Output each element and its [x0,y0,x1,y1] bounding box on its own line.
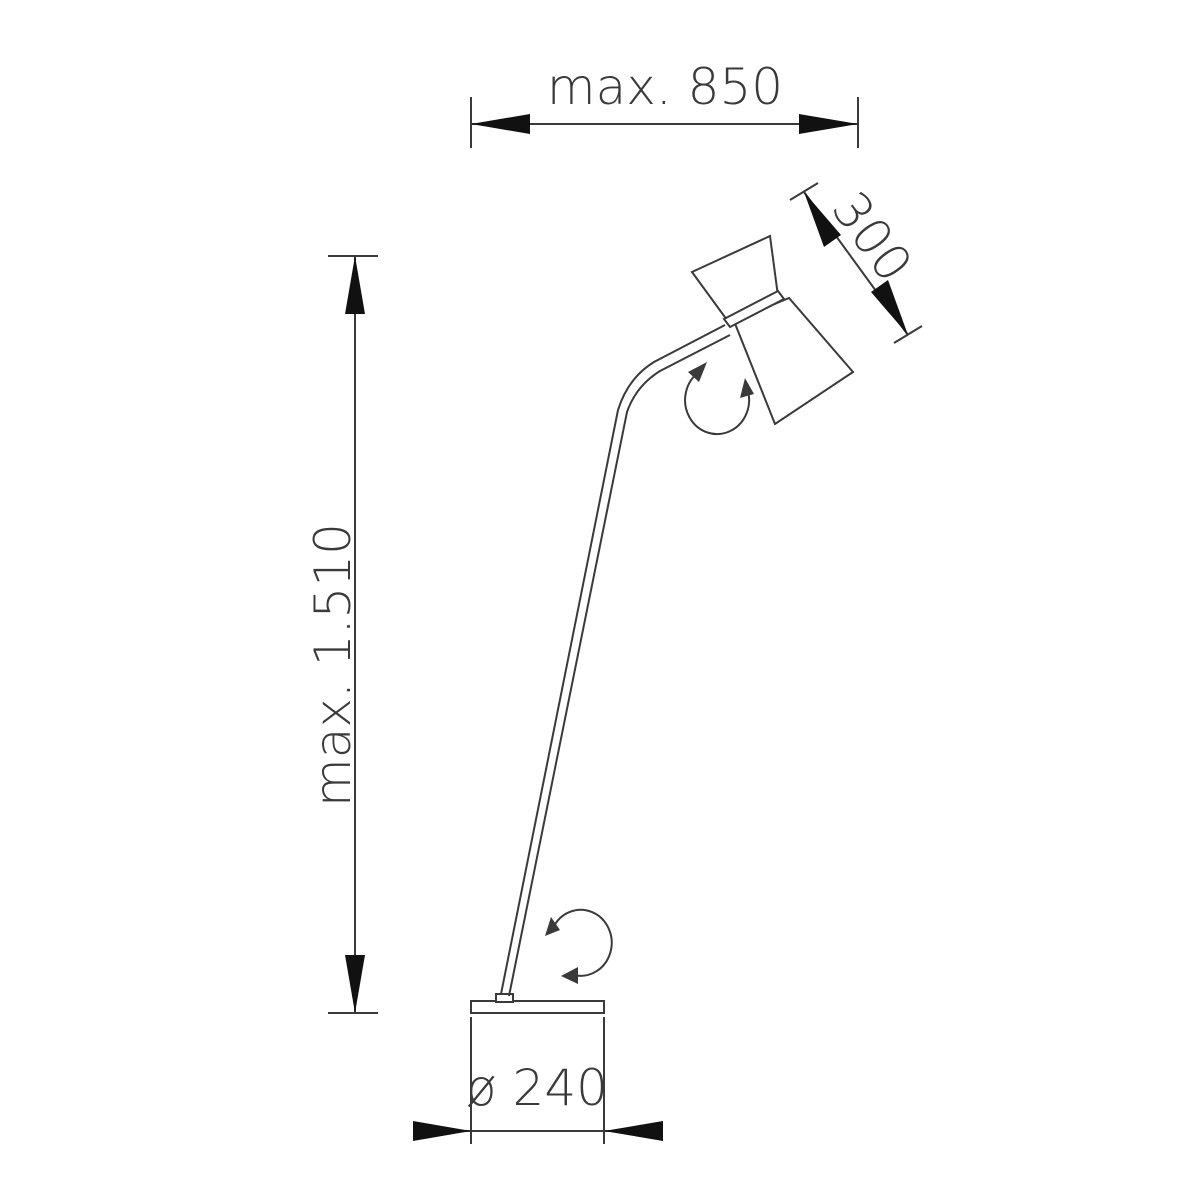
shade-rotation-indicator [684,362,754,436]
shade-arrow-bottom-icon [871,280,908,335]
shade-extension-line-top [789,182,819,201]
width-arrow-right-icon [799,114,858,134]
lamp-base [470,1000,605,1014]
height-label: max. 1.510 [304,523,362,807]
lamp-pole [500,324,731,997]
base-rotation-arrow-bottom-icon [561,967,578,984]
lamp-shade-joint [722,289,786,329]
base-rotation-arrow-top-icon [545,917,560,936]
base-arrow-right-icon [604,1121,663,1141]
shade-rotation-arrow-top-icon [688,362,707,382]
base-rotation-arc [552,908,613,977]
base-pole-collar [495,993,514,1003]
shade-rotation-arc [684,371,751,436]
height-dimension: max. 1.510 [304,255,378,1014]
height-arrow-bottom-icon [345,955,365,1013]
height-arrow-top-icon [345,256,365,314]
lamp [470,234,855,1014]
width-arrow-left-icon [471,114,530,134]
shade-rotation-arrow-bottom-icon [740,378,754,398]
width-label: max. 850 [547,58,783,116]
base-rotation-indicator [545,908,613,984]
base-label: ø 240 [466,1059,608,1117]
base-arrow-left-icon [413,1121,471,1141]
lamp-shade-front [732,296,855,426]
width-dimension: max. 850 [470,58,859,148]
shade-arrow-top-icon [804,192,841,247]
base-dimension: ø 240 [413,1017,663,1144]
shade-dimension: 300 [789,181,923,344]
